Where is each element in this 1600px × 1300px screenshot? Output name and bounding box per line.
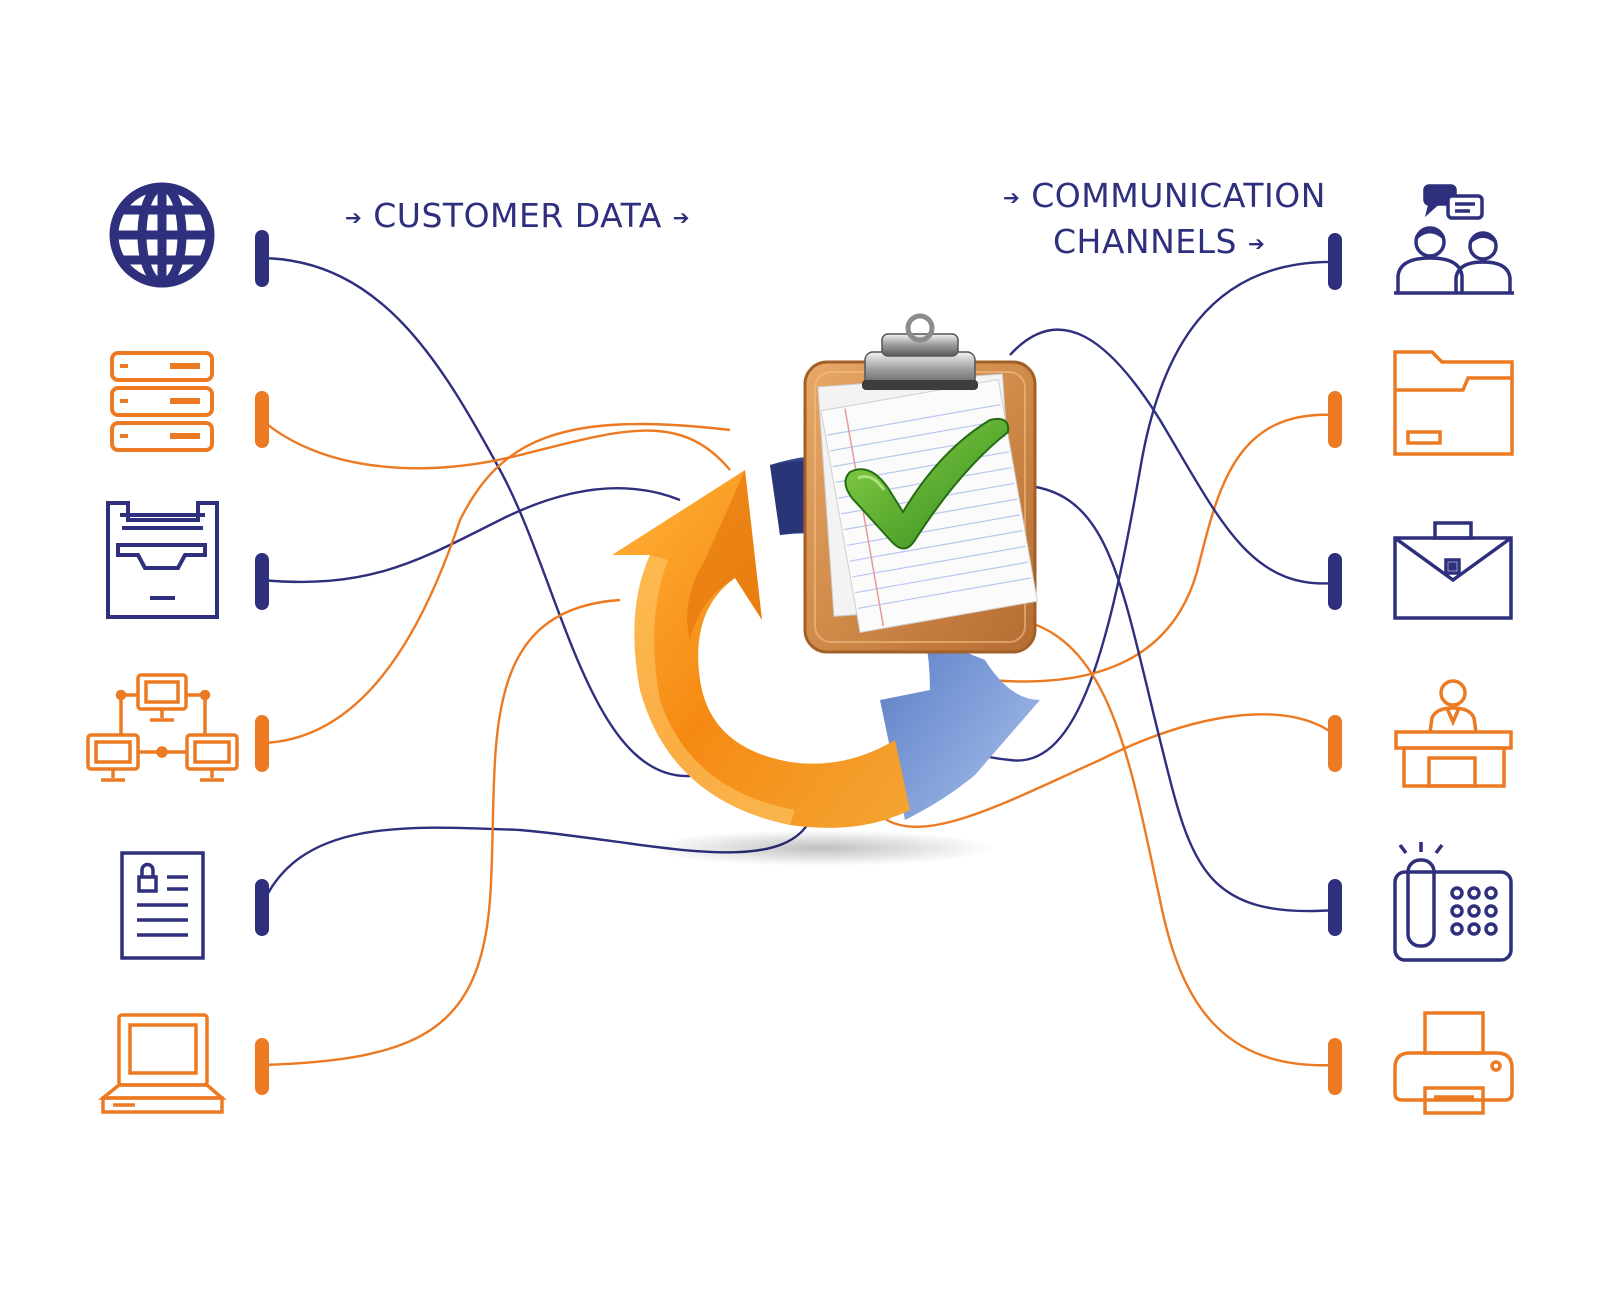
folder-icon [1393,350,1514,456]
connector-phone [1019,483,1336,913]
channels-label: CHANNELS [1053,222,1237,261]
connector-server [261,419,731,471]
connector-printer [1019,618,1336,1067]
communication-heading-line2: CHANNELS ➔ [1053,222,1265,261]
network-icon [86,673,239,782]
arrow-right-icon: ➔ [345,205,363,230]
desk-phone-icon [1393,842,1513,962]
printer-icon [1393,1011,1514,1115]
communication-label: COMMUNICATION [1031,176,1326,215]
arrow-right-icon: ➔ [672,205,691,230]
id-document-icon [120,851,205,960]
customer-data-heading: ➔ CUSTOMER DATA ➔ [345,196,690,235]
computer-icon [98,1013,227,1114]
people-chat-icon [1394,184,1514,295]
globe-icon [109,182,215,288]
connector-folder [989,413,1336,683]
briefcase-icon [1393,521,1513,620]
connector-inbox [261,487,681,584]
communication-heading-line1: ➔ COMMUNICATION [1003,176,1326,215]
reception-desk-icon [1394,679,1513,788]
connector-people [969,260,1336,762]
clipboard-check-icon [803,313,1038,654]
server-icon [110,351,214,452]
connector-computer [261,598,621,1067]
arrow-right-icon: ➔ [1248,231,1266,256]
connector-globe [261,256,691,778]
customer-data-label: CUSTOMER DATA [373,196,662,235]
inbox-tray-icon [106,501,219,619]
connector-briefcase [1009,328,1336,585]
connector-lines [260,256,1336,1067]
arrow-right-icon: ➔ [1003,185,1021,210]
connector-network [261,422,731,745]
connector-reception [879,713,1336,828]
